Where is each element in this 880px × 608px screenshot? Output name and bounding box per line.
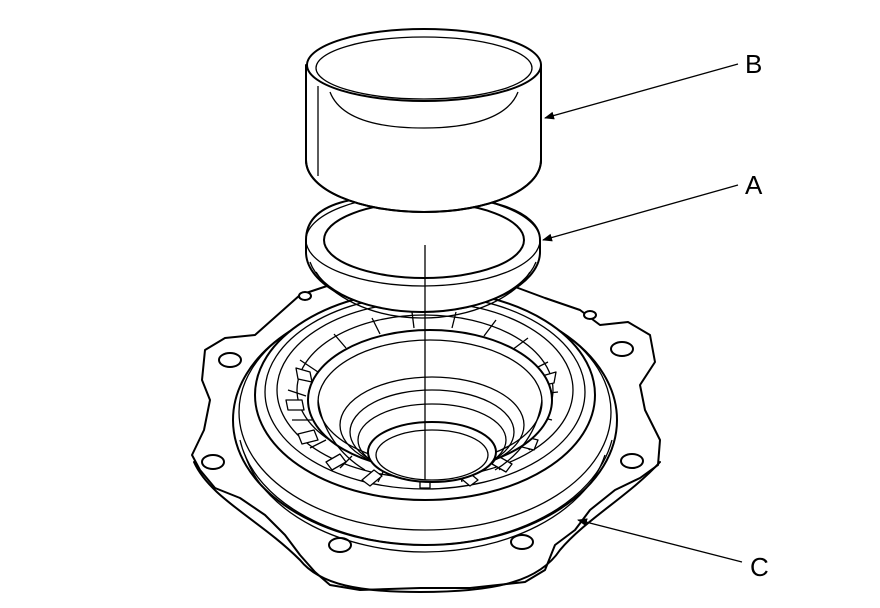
callout-c: C — [577, 518, 769, 582]
callout-a: A — [542, 170, 763, 242]
callout-label-a: A — [745, 170, 763, 200]
callout-label-c: C — [750, 552, 769, 582]
callout-b: B — [544, 49, 762, 120]
housing-part-c — [191, 275, 661, 593]
seal-ring-part-a — [305, 193, 541, 319]
callout-label-b: B — [745, 49, 762, 79]
sleeve-part-b — [305, 28, 542, 213]
